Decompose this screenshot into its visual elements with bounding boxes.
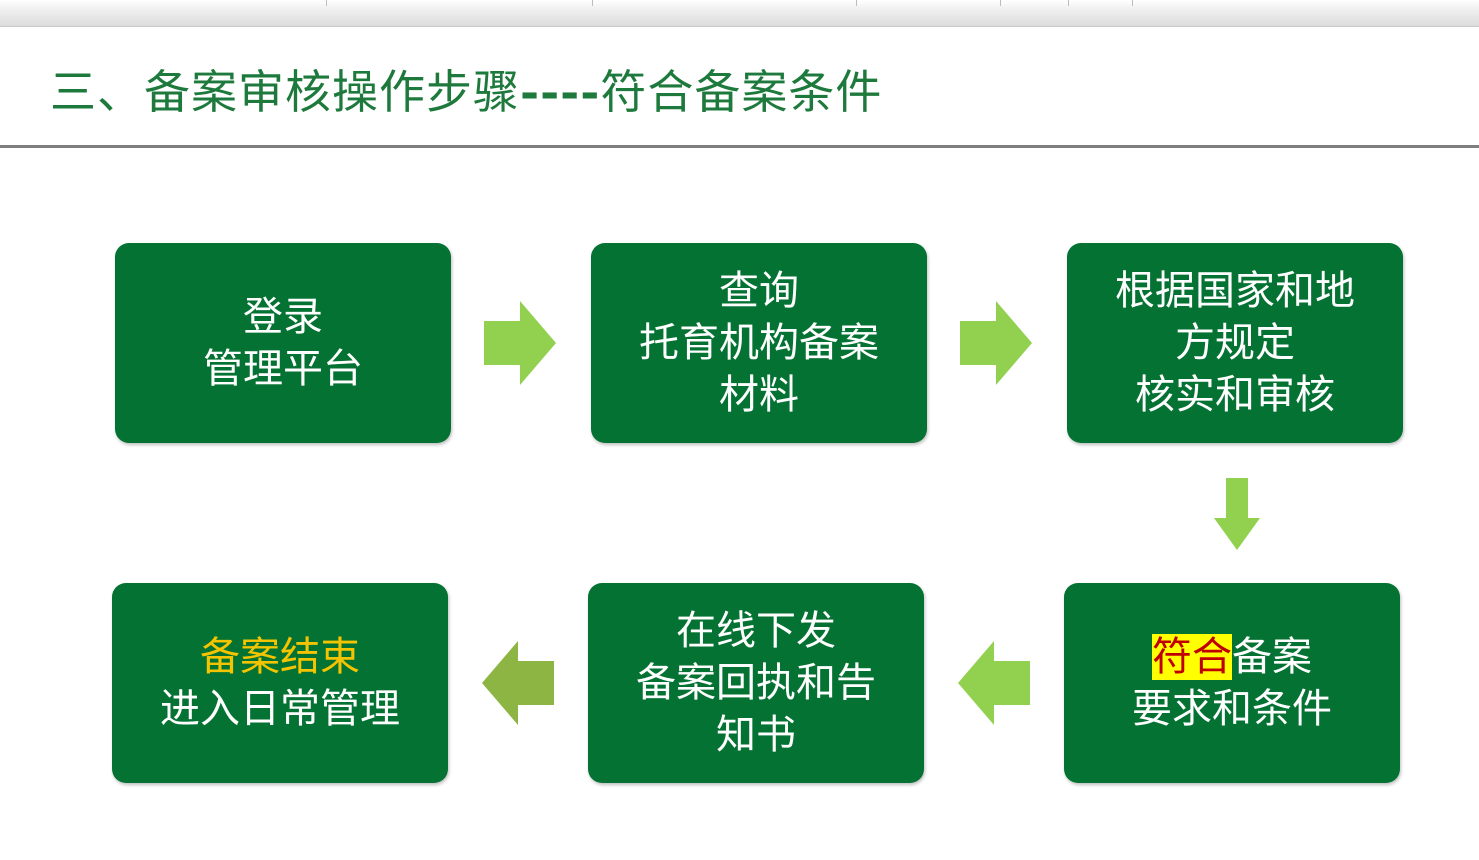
title-prefix: 三、备案审核操作步骤 — [50, 65, 520, 119]
step-meets-line2: 要求和条件 — [1132, 686, 1332, 732]
title-dashes: ---- — [520, 65, 601, 119]
arrow-left-icon — [958, 641, 1030, 725]
top-bar-tick — [1068, 0, 1069, 6]
step-query-line3: 材料 — [719, 372, 799, 418]
arrow-left-icon — [482, 641, 554, 725]
top-bar-tick — [1000, 0, 1001, 6]
arrow-down-icon — [1214, 478, 1260, 550]
title-divider — [0, 145, 1479, 148]
step-login-line2: 管理平台 — [203, 346, 363, 392]
step-end-box: 备案结束 进入日常管理 — [112, 583, 448, 783]
step-issue-line3: 知书 — [716, 712, 796, 758]
slide-title: 三、备案审核操作步骤----符合备案条件 — [50, 62, 882, 122]
step-verify-line2: 方规定 — [1175, 320, 1295, 366]
step-meets-line1: 符合备案 — [1152, 631, 1312, 683]
step-issue-box: 在线下发 备案回执和告 知书 — [588, 583, 924, 783]
step-query-line2: 托育机构备案 — [639, 320, 879, 366]
step-login-line1: 登录 — [243, 294, 323, 340]
step-end-line2: 进入日常管理 — [160, 686, 400, 732]
title-suffix: 符合备案条件 — [600, 65, 883, 119]
arrow-right-icon — [960, 301, 1032, 385]
arrow-right-icon — [484, 301, 556, 385]
step-meets-box: 符合备案 要求和条件 — [1064, 583, 1400, 783]
step-issue-line2: 备案回执和告 — [636, 660, 876, 706]
step-meets-highlight: 符合 — [1152, 634, 1232, 680]
step-issue-line1: 在线下发 — [676, 608, 836, 654]
top-bar-tick — [856, 0, 857, 6]
step-meets-rest: 备案 — [1232, 634, 1312, 680]
window-top-bar — [0, 0, 1479, 27]
step-end-line1: 备案结束 — [200, 634, 360, 680]
step-query-box: 查询 托育机构备案 材料 — [591, 243, 927, 443]
step-login-box: 登录 管理平台 — [115, 243, 451, 443]
step-verify-line1: 根据国家和地 — [1115, 268, 1355, 314]
top-bar-tick — [1132, 0, 1133, 6]
top-bar-tick — [326, 0, 327, 6]
step-verify-box: 根据国家和地 方规定 核实和审核 — [1067, 243, 1403, 443]
step-verify-line3: 核实和审核 — [1135, 372, 1335, 418]
step-query-line1: 查询 — [719, 268, 799, 314]
top-bar-tick — [592, 0, 593, 6]
